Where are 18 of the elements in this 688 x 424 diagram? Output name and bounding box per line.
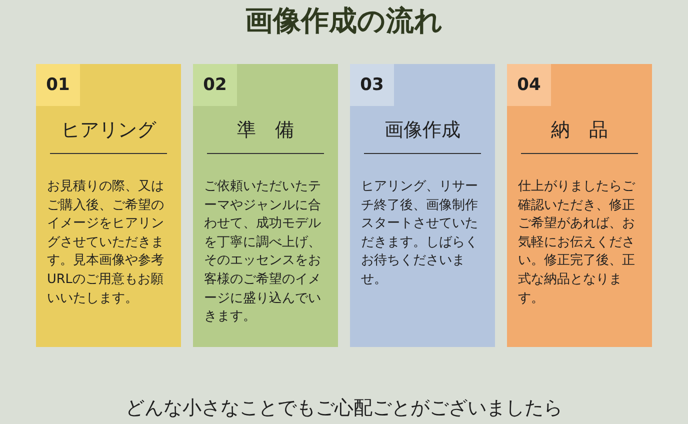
step-number: 02 — [193, 64, 237, 106]
step-description: お見積りの際、又はご購入後、ご希望のイメージをヒアリングさせていただきます。見本画像や参考URLのご用意もお願いいたします。 — [47, 178, 165, 308]
step-number: 03 — [350, 64, 394, 106]
step-description: ご依頼いただいたテーマやジャンルに合わせて、成功モデルを丁寧に調べ上げ、そのエッセンスをお客様のご希望のイメージに盛り込んでいきます。 — [204, 178, 322, 326]
title: 画像作成の流れ — [244, 4, 444, 38]
step-card — [507, 64, 652, 347]
step-card — [36, 64, 181, 347]
step-heading: ヒアリング — [60, 118, 158, 143]
step-number: 01 — [36, 64, 80, 106]
step-heading: 画像作成 — [384, 118, 462, 143]
step-number: 04 — [507, 64, 551, 106]
step-description: 仕上がりましたらご確認いただき、修正ご希望があれば、お気軽にお伝えください。修正完了後、正式な納品となります。 — [518, 178, 636, 308]
step-description: ヒアリング、リサーチ終了後、画像制作スタートさせていただきます。しばらくお待ちくださいませ。 — [361, 178, 479, 289]
step-card — [193, 64, 338, 347]
step-heading: 納 品 — [550, 118, 609, 143]
step-heading: 準 備 — [236, 118, 295, 143]
footer-text: どんな小さなことでもご心配ごとがございましたら — [124, 396, 564, 421]
step-card — [350, 64, 495, 347]
